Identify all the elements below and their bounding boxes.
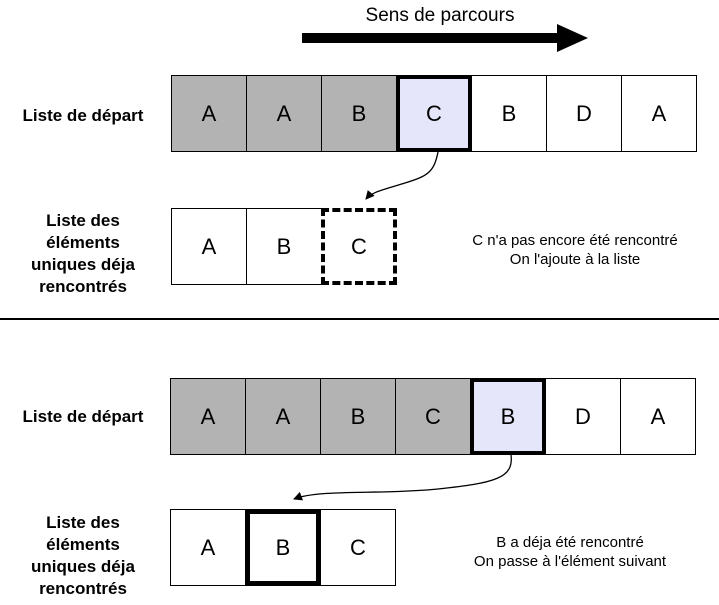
unique-list-1: A B C: [171, 208, 397, 285]
cell: A: [621, 75, 697, 152]
cell: B: [471, 75, 547, 152]
cell-already-present: B: [245, 509, 321, 586]
section-divider: [0, 318, 719, 320]
explanation-note-1: C n'a pas encore été rencontré On l'ajou…: [437, 231, 713, 269]
cell: A: [245, 378, 321, 455]
direction-title: Sens de parcours: [365, 5, 515, 26]
cell: A: [171, 75, 247, 152]
cell-current: B: [470, 378, 546, 455]
cell-being-added: C: [321, 208, 397, 285]
cell: A: [246, 75, 322, 152]
note-line: B a déja été rencontré: [496, 534, 644, 551]
cell: C: [395, 378, 471, 455]
cell: A: [171, 208, 247, 285]
cell: D: [546, 75, 622, 152]
note-line: C n'a pas encore été rencontré: [472, 232, 678, 249]
direction-arrow-head-icon: [557, 24, 588, 52]
match-arrow-icon: [293, 454, 512, 501]
cell: A: [170, 378, 246, 455]
start-list-label-2: Liste de départ: [22, 407, 144, 426]
note-line: On l'ajoute à la liste: [509, 251, 641, 268]
note-line: On passe à l'élément suivant: [473, 553, 667, 570]
unique-list-2: A B C: [170, 509, 396, 586]
cell: B: [246, 208, 322, 285]
cell: A: [170, 509, 246, 586]
start-list-2: A A B C B D A: [170, 378, 696, 455]
unique-list-label-1: Liste des éléments uniques déja rencontr…: [31, 211, 135, 296]
explanation-note-2: B a déja été rencontré On passe à l'élém…: [430, 533, 710, 571]
direction-arrow-icon: [302, 33, 558, 43]
cell-current: C: [396, 75, 472, 152]
start-list-1: A A B C B D A: [171, 75, 697, 152]
cell: A: [620, 378, 696, 455]
insert-arrow-icon: [365, 151, 439, 200]
start-list-label-1: Liste de départ: [22, 106, 144, 125]
cell: B: [321, 75, 397, 152]
cell: B: [320, 378, 396, 455]
cell: C: [320, 509, 396, 586]
cell: D: [545, 378, 621, 455]
unique-list-label-2: Liste des éléments uniques déja rencontr…: [31, 513, 135, 598]
